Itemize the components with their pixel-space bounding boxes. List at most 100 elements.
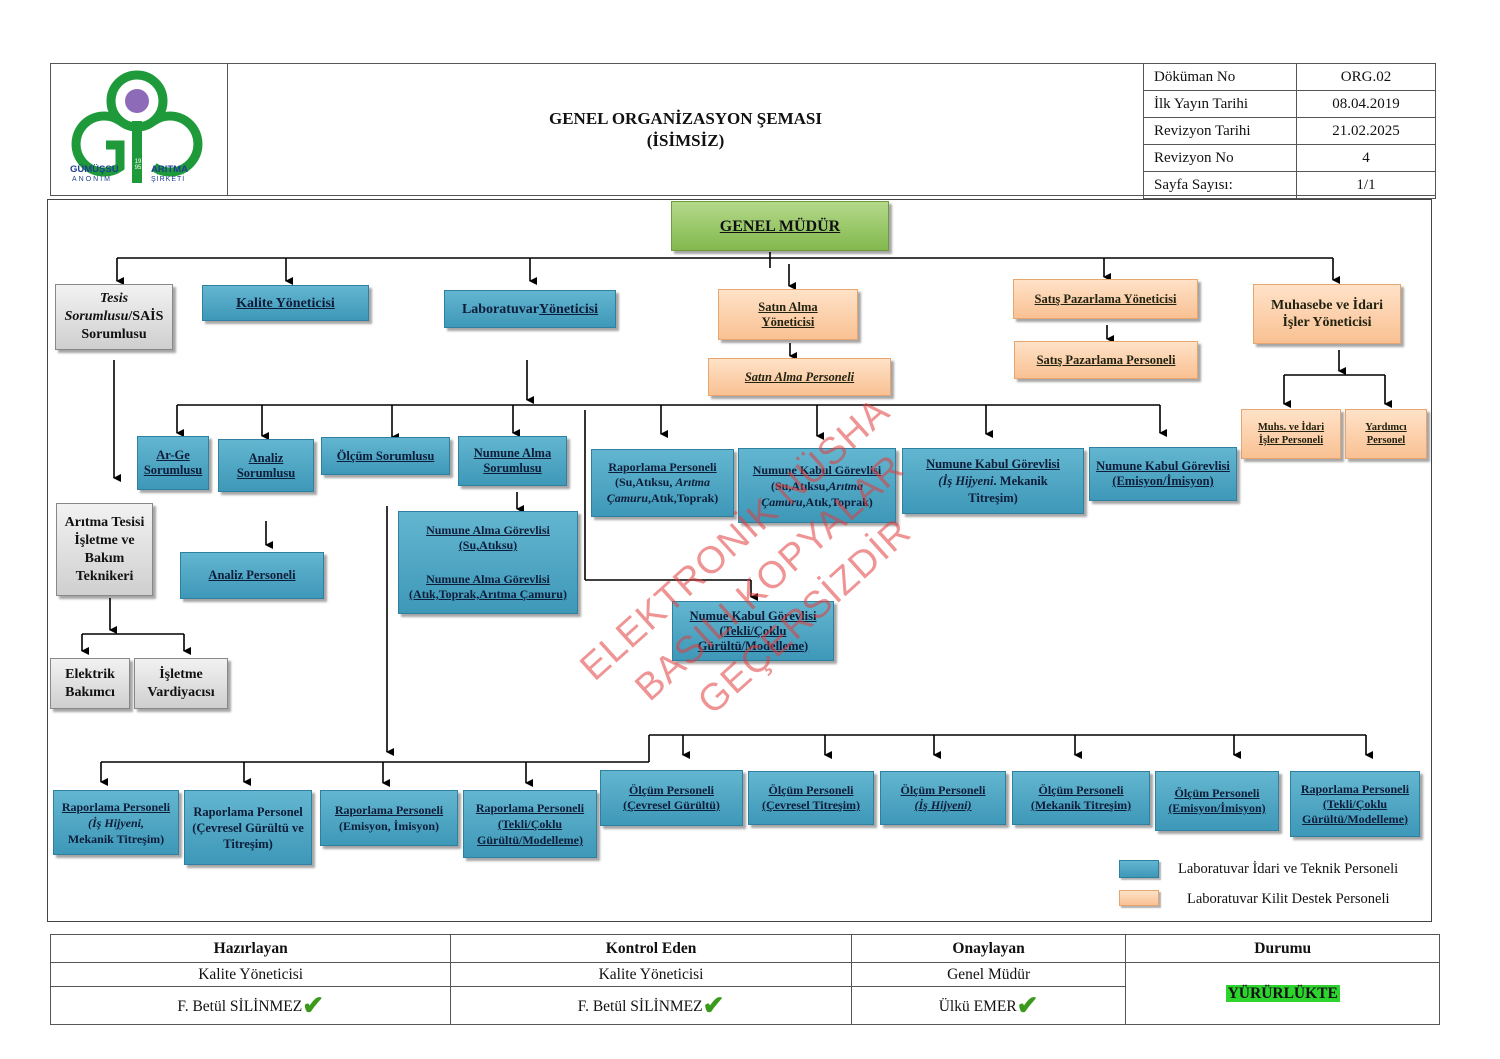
raporlama-su-l2: (Su,Atıksu,: [614, 475, 676, 490]
box-olcum-cevresel-titresim: Ölçüm Personeli (Çevresel Titreşim): [748, 771, 874, 825]
footer-signature-onaylayan: Ülkü EMER✔: [850, 986, 1127, 1025]
meta-label: Döküman No: [1143, 63, 1297, 91]
legend-label-orange: Laboratuvar Kilit Destek Personeli: [1187, 891, 1390, 907]
tesis-line-c: /SAİS: [128, 309, 164, 324]
check-icon: ✔: [302, 990, 325, 1020]
footer-header-onaylayan: Onaylayan: [850, 934, 1127, 963]
logo-sub-left: ANONİM: [72, 176, 112, 183]
status-badge: YÜRÜRLÜKTE: [1225, 984, 1340, 1002]
box-laboratuvar-yoneticisi: Laboratuvar Yöneticisi: [444, 290, 616, 328]
raporlama-su-l3: ,Atık,Toprak): [648, 490, 719, 505]
box-raporlama-tekli: Raporlama Personeli (Tekli/Çoklu Gürültü…: [463, 790, 597, 858]
box-aritma-tesisi-teknikeri: Arıtma Tesisi İşletme ve Bakım Teknikeri: [56, 503, 153, 596]
na-gorevli-1: Numune Alma Görevlisi (Su,Atıksu): [426, 523, 550, 553]
raporlama-su-title: Raporlama Personeli: [608, 459, 717, 474]
op-ih-l2i: (İş Hijyeni): [914, 798, 972, 812]
footer-role-hazirlayan: Kalite Yöneticisi: [49, 962, 452, 987]
signer-name: Ülkü EMER: [938, 997, 1017, 1015]
nk-su-l2i: Arıtma: [828, 478, 864, 493]
footer-header-kontrol: Kontrol Eden: [450, 934, 852, 963]
meta-value: ORG.02: [1296, 63, 1436, 91]
tesis-line-b: Sorumlusu: [64, 309, 129, 324]
box-numune-kabul-tekli: Numue Kabul Görevlisi (Tekli/Çoklu Gürül…: [672, 601, 834, 661]
box-olcum-mekanik-titresim: Ölçüm Personeli (Mekanik Titreşim): [1012, 771, 1150, 825]
rp-em-title: Raporlama Personeli: [334, 803, 444, 817]
tesis-line-d: Sorumlusu: [81, 327, 147, 342]
footer-status-cell: YÜRÜRLÜKTE: [1125, 962, 1440, 1025]
box-olcum-sorumlusu: Ölçüm Sorumlusu: [321, 437, 450, 475]
logo-mark: [71, 70, 203, 183]
nk-su-l3: ,Atık,Toprak): [802, 494, 873, 509]
meta-label: Sayfa Sayısı:: [1143, 171, 1297, 199]
box-olcum-cevresel-gurultu: Ölçüm Personeli (Çevresel Gürültü): [600, 770, 743, 826]
box-satis-pazarlama-yoneticisi: Satış Pazarlama Yöneticisi: [1013, 279, 1198, 319]
meta-label: İlk Yayın Tarihi: [1143, 90, 1297, 118]
raporlama-su-l3i: Çamuru: [606, 490, 649, 505]
nk-ih-line2: (İş Hijyeni. Mekanik: [938, 473, 1047, 490]
box-genel-mudur: GENEL MÜDÜR: [671, 201, 889, 251]
meta-value: 08.04.2019: [1296, 90, 1436, 118]
tesis-line-a: Tesis: [99, 291, 129, 306]
raporlama-su-line2: (Su,Atıksu, Arıtma: [615, 475, 710, 491]
logo-sub-right: ŞİRKETİ: [151, 176, 186, 183]
rp-ih-title: Raporlama Personeli: [61, 799, 171, 814]
approval-table: Hazırlayan Kontrol Eden Onaylayan Durumu…: [49, 934, 1440, 1025]
op-ih-title: Ölçüm Personeli: [900, 783, 986, 797]
meta-label: Revizyon No: [1143, 144, 1297, 172]
nk-ih-l2i: (İş Hijyeni: [938, 473, 994, 488]
check-icon: ✔: [1016, 990, 1039, 1020]
nk-ih-title: Numune Kabul Görevlisi: [926, 456, 1060, 471]
raporlama-su-l2i: Arıtma: [675, 475, 711, 490]
box-raporlama-emisyon: Raporlama Personeli (Emisyon, İmisyon): [320, 790, 458, 846]
signer-name: F. Betül SİLİNMEZ: [577, 997, 703, 1015]
box-satis-pazarlama-personeli: Satış Pazarlama Personeli: [1014, 341, 1198, 379]
box-arge-sorumlusu: Ar-Ge Sorumlusu: [137, 436, 209, 490]
box-analiz-personeli: Analiz Personeli: [180, 552, 324, 599]
meta-label: Revizyon Tarihi: [1143, 117, 1297, 145]
lab-line-a: Laboratuvar: [461, 301, 539, 317]
box-olcum-is-hijyeni: Ölçüm Personeli (İş Hijyeni): [880, 771, 1006, 825]
meta-value: 1/1: [1296, 171, 1436, 199]
rp-em-l2: (Emisyon, İmisyon): [338, 819, 439, 833]
nk-su-title: Numune Kabul Görevlisi: [752, 462, 882, 477]
logo-year: 1995: [134, 159, 142, 171]
legend-label-blue: Laboratuvar İdari ve Teknik Personeli: [1178, 861, 1399, 877]
box-muhasebe-yoneticisi: Muhasebe ve İdari İşler Yöneticisi: [1253, 284, 1401, 344]
box-numune-alma-sorumlusu: Numune Alma Sorumlusu: [458, 436, 567, 486]
box-numune-kabul-emisyon: Numune Kabul Görevlisi (Emisyon/İmisyon): [1089, 447, 1237, 501]
footer-role-kontrol: Kalite Yöneticisi: [450, 962, 852, 987]
title-line-1: GENEL ORGANİZASYON ŞEMASI: [548, 108, 822, 128]
check-icon: ✔: [702, 990, 725, 1020]
rp-ih-l2i: (İş Hijyeni,: [88, 815, 144, 830]
box-olcum-emisyon: Ölçüm Personeli (Emisyon/İmisyon): [1155, 771, 1279, 831]
signer-name: F. Betül SİLİNMEZ: [177, 997, 303, 1015]
box-raporlama-is-hijyeni: Raporlama Personeli (İş Hijyeni, Mekanik…: [53, 790, 179, 855]
box-raporlama-tekli-2: Raporlama Personeli (Tekli/Çoklu Gürültü…: [1290, 771, 1420, 837]
box-raporlama-cevresel-gurultu: Raporlama Personel (Çevresel Gürültü ve …: [184, 790, 312, 865]
footer-signature-kontrol: F. Betül SİLİNMEZ✔: [450, 986, 852, 1025]
footer-signature-hazirlayan: F. Betül SİLİNMEZ✔: [49, 986, 452, 1025]
rp-ih-l3: Mekanik Titreşim): [67, 831, 165, 846]
box-kalite-yoneticisi: Kalite Yöneticisi: [202, 285, 369, 321]
box-muhasebe-personeli: Muhs. ve İdari İşler Personeli: [1241, 409, 1341, 459]
document-title: GENEL ORGANİZASYON ŞEMASI (İSİMSİZ): [228, 63, 1143, 196]
tesis-line-bc: Sorumlusu/SAİS: [65, 308, 164, 326]
box-numune-alma-gorevlisi: Numune Alma Görevlisi (Su,Atıksu) Numune…: [398, 511, 578, 614]
nk-su-line2: (Su,Atıksu,Arıtma: [771, 478, 863, 494]
box-elektrik-bakimci: Elektrik Bakımcı: [50, 658, 130, 709]
box-numune-kabul-su: Numune Kabul Görevlisi (Su,Atıksu,Arıtma…: [738, 448, 896, 523]
logo-brand-right: ARITMA: [151, 164, 188, 175]
na-gorevli-2: Numune Alma Görevlisi (Atık,Toprak,Arıtm…: [409, 571, 567, 601]
box-yardimci-personel: Yardımcı Personel: [1345, 409, 1427, 459]
nk-su-l3i: Çamuru: [761, 494, 803, 509]
legend-swatch-orange: [1119, 890, 1159, 906]
title-line-2: (İSİMSİZ): [646, 130, 725, 150]
nk-ih-l2: . Mekanik: [993, 473, 1048, 488]
lab-line-b: Yöneticisi: [538, 301, 599, 317]
org-chart-frame: [47, 199, 1432, 922]
document-header: [50, 63, 1436, 196]
